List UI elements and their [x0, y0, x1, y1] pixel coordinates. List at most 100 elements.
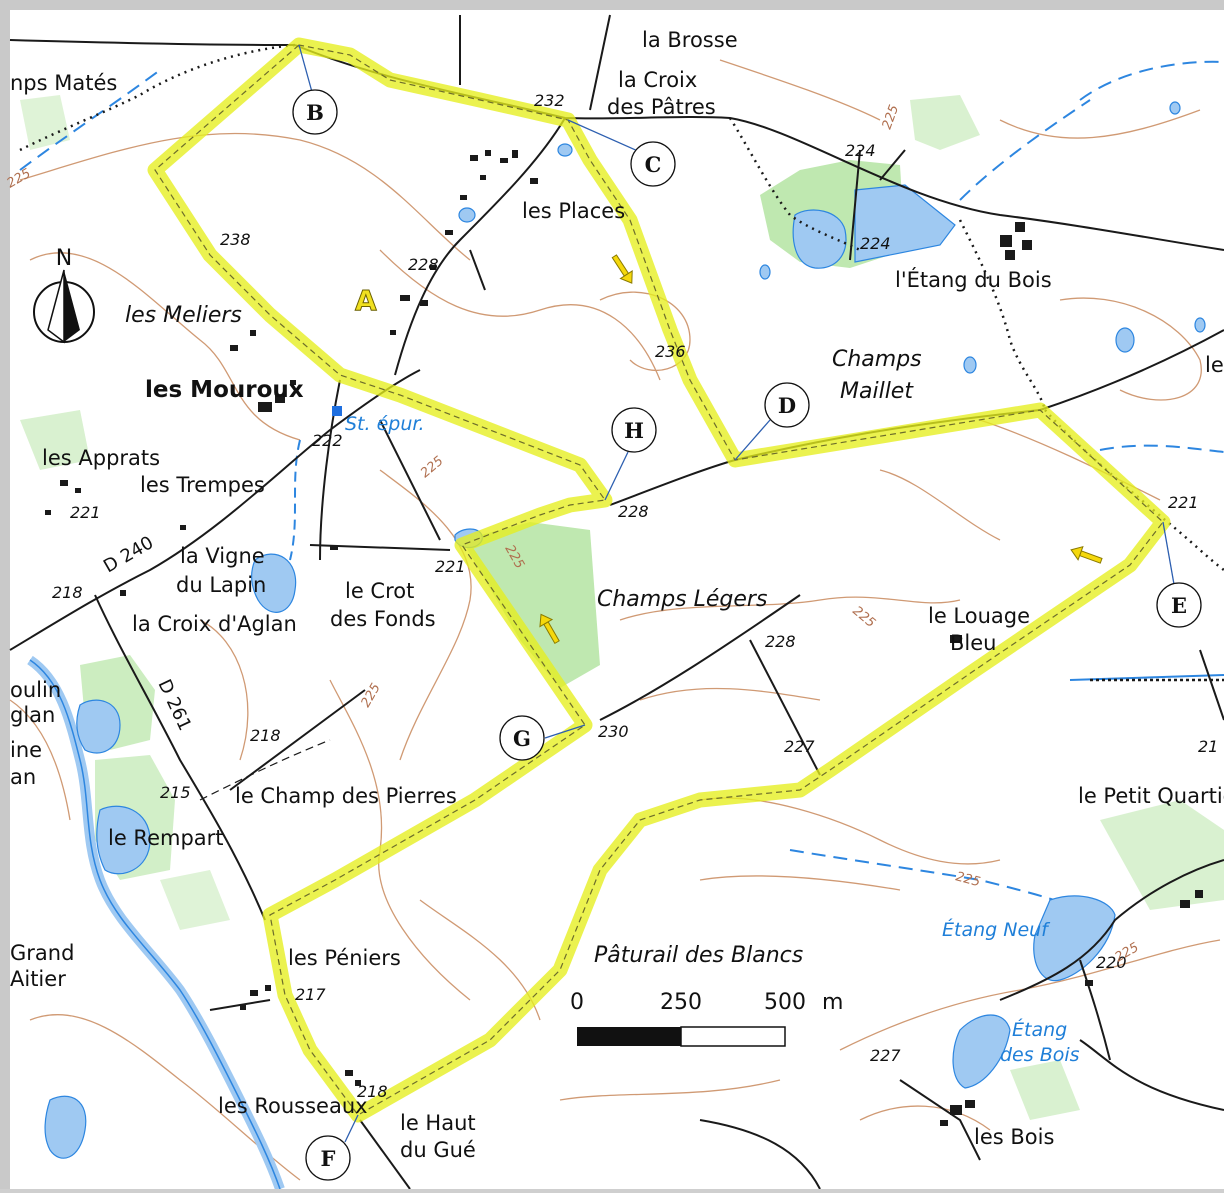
place-label: le Louage — [928, 604, 1030, 628]
area-label: Maillet — [840, 379, 914, 404]
scale-tick-label: 250 — [660, 990, 702, 1015]
track-champ-pierres — [199, 739, 331, 801]
elevation-label: 221 — [435, 557, 466, 576]
waypoint-d: D — [764, 382, 810, 428]
place-label: le Champ des Pierres — [235, 784, 457, 808]
place-label: des Pâtres — [607, 95, 716, 119]
scale-segment-dark — [577, 1027, 681, 1046]
place-label: les Bois — [974, 1125, 1054, 1149]
place-label: la Brosse — [642, 28, 738, 52]
scale-tick-label: 500 — [764, 990, 806, 1015]
place-label: an — [10, 765, 36, 789]
elevation-label: 227 — [870, 1046, 901, 1065]
place-label: les Places — [522, 199, 625, 223]
place-label: le Rempart — [108, 826, 224, 850]
callout-leaders — [298, 44, 1176, 1143]
place-label: les Apprats — [42, 446, 160, 470]
north-arrow-icon — [64, 270, 80, 342]
elevation-labels: 232 224 224 238 228 236 222 228 221 221 … — [52, 91, 1218, 1101]
water-label: St. épur. — [345, 413, 425, 435]
place-label: les Péniers — [288, 946, 401, 970]
place-label: les Meliers — [125, 303, 242, 328]
place-label: les Mouroux — [145, 377, 304, 403]
place-label: glan — [10, 703, 55, 727]
elevation-label: 238 — [220, 230, 251, 249]
place-labels: la Brosse la Croix des Pâtres les Places… — [10, 28, 1224, 1162]
elevation-label: 221 — [1168, 493, 1199, 512]
place-label: du Gué — [400, 1138, 476, 1162]
svg-text:H: H — [624, 418, 644, 443]
elevation-label: 228 — [618, 502, 649, 521]
scale-segment-light — [680, 1026, 786, 1047]
place-label: nps Matés — [10, 71, 117, 95]
elevation-label: 236 — [655, 342, 686, 361]
place-label: le Haut — [400, 1111, 476, 1135]
water-labels: St. épur. Étang Neuf Étang des Bois — [345, 413, 1080, 1066]
elevation-label: 218 — [357, 1082, 388, 1101]
waypoint-e: E — [1156, 582, 1202, 628]
place-label: du Lapin — [176, 573, 266, 597]
svg-text:C: C — [645, 152, 662, 177]
elevation-label: 227 — [784, 737, 815, 756]
scale-tick-label: 0 — [570, 990, 584, 1015]
place-label: des Fonds — [330, 607, 436, 631]
elevation-label: 228 — [408, 255, 439, 274]
elevation-label: 215 — [160, 783, 191, 802]
place-label: la Vigne — [180, 544, 265, 568]
area-label: Champs — [832, 347, 922, 372]
place-label: la Croix d'Aglan — [132, 612, 297, 636]
water-label: Étang Neuf — [942, 918, 1051, 941]
arrow-icon — [1070, 545, 1103, 564]
area-labels: Champs Maillet Champs Légers Pâturail de… — [594, 347, 922, 968]
contour-label: 225 — [954, 869, 982, 890]
waypoint-h: H — [611, 407, 657, 453]
elevation-label: 232 — [534, 91, 565, 110]
svg-text:E: E — [1171, 593, 1187, 618]
waypoint-f: F — [305, 1135, 351, 1181]
place-label: les Rousseaux — [218, 1094, 368, 1118]
place-label: oulin — [10, 678, 61, 702]
scale-bar: 0 250 500 m — [570, 990, 843, 1047]
route-highlight — [147, 37, 1171, 1123]
waypoint-a: A — [355, 284, 377, 317]
elevation-label: 218 — [250, 726, 281, 745]
place-label: le — [1205, 353, 1224, 377]
place-label: Aitier — [10, 967, 66, 991]
north-label: N — [56, 246, 72, 271]
place-label: le Petit Quartier — [1078, 784, 1224, 808]
waypoint-markers: B C D E F G H — [292, 89, 1202, 1181]
place-label: Grand — [10, 941, 74, 965]
waypoint-b: B — [292, 89, 338, 135]
direction-arrows — [539, 254, 1103, 645]
station-marker — [332, 406, 342, 416]
elevation-label: 21 — [1198, 737, 1218, 756]
elevation-label: 217 — [295, 985, 326, 1004]
elevation-label: 221 — [70, 503, 101, 522]
elevation-label: 228 — [765, 632, 796, 651]
river-edge — [29, 659, 281, 1190]
area-label: Pâturail des Blancs — [594, 943, 803, 968]
water-label: Étang — [1012, 1018, 1067, 1041]
place-label: Bleu — [950, 631, 996, 655]
place-label: ine — [10, 738, 42, 762]
svg-text:G: G — [513, 726, 531, 751]
svg-text:B: B — [306, 100, 324, 125]
elevation-label: 224 — [845, 141, 876, 160]
arrow-icon — [539, 613, 560, 645]
place-label: la Croix — [618, 68, 697, 92]
waypoint-g: G — [499, 715, 545, 761]
elevation-label: 220 — [1096, 953, 1127, 972]
area-label: Champs Légers — [597, 587, 767, 612]
place-label: l'Étang du Bois — [895, 267, 1052, 292]
waypoint-c: C — [630, 141, 676, 187]
svg-text:D: D — [778, 393, 796, 418]
buildings — [45, 150, 1203, 1126]
elevation-label: 222 — [312, 431, 343, 450]
water-label: des Bois — [1000, 1044, 1080, 1066]
svg-text:F: F — [321, 1146, 336, 1171]
place-label: le Crot — [345, 579, 414, 603]
elevation-label: 230 — [598, 722, 629, 741]
water-bodies — [44, 101, 1206, 1159]
elevation-label: 218 — [52, 583, 83, 602]
